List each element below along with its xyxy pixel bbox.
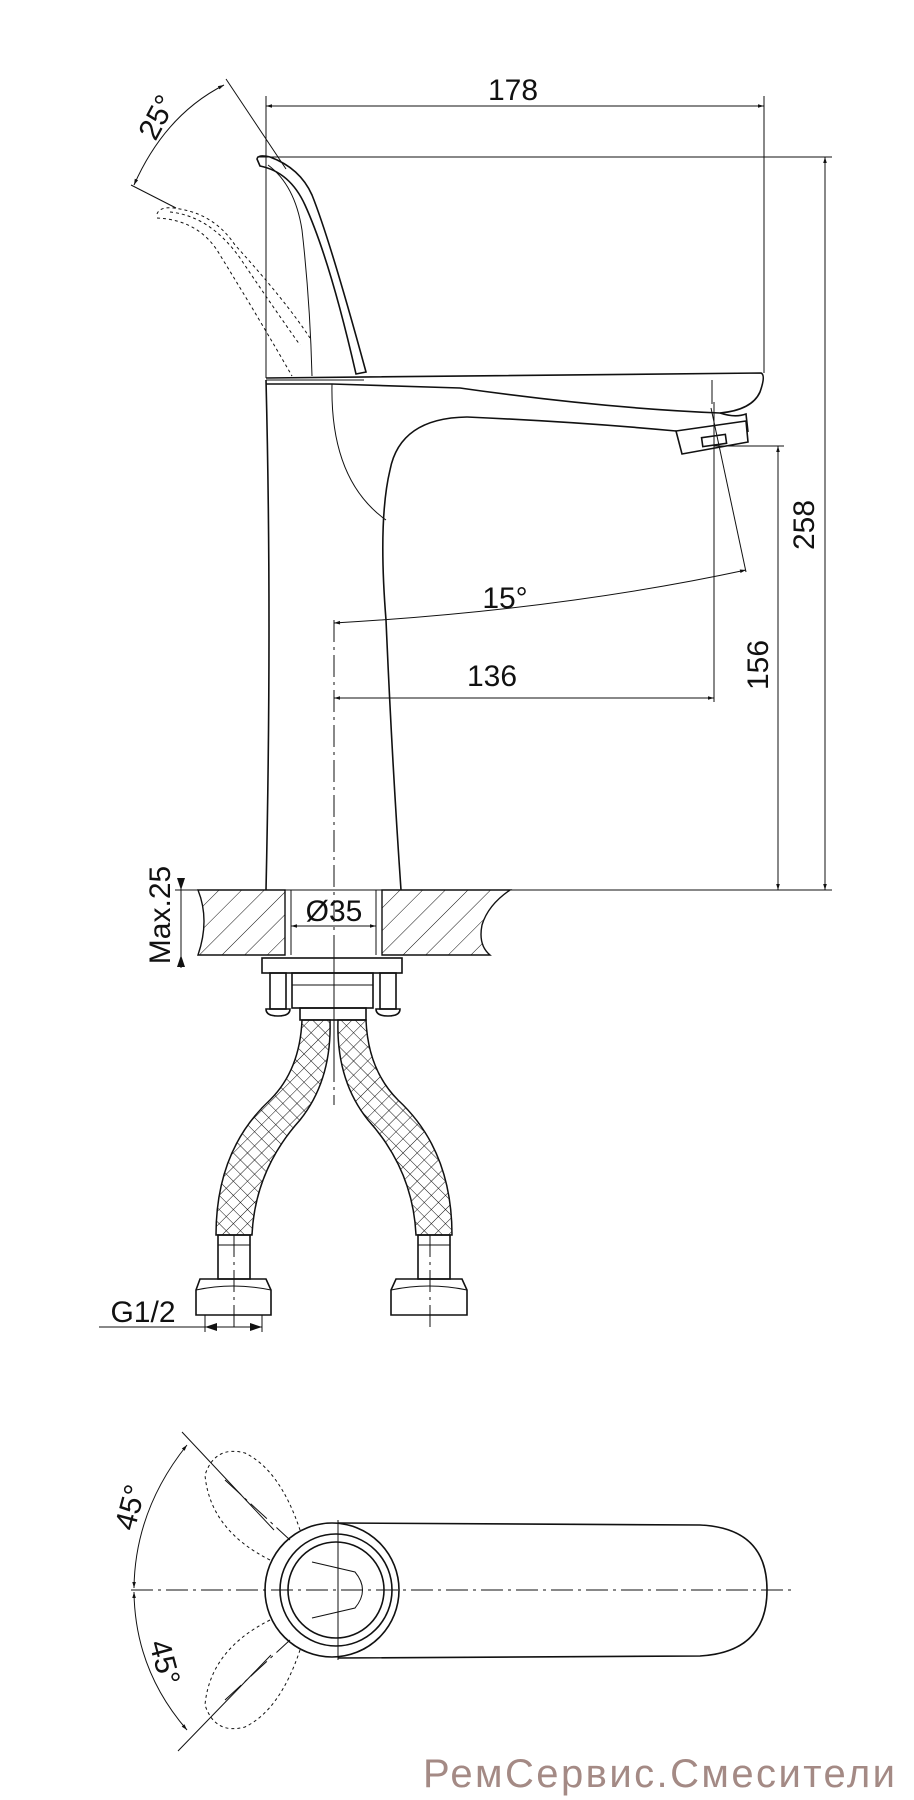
dim-label-spout-height: 156: [742, 640, 775, 690]
body-contour: [331, 383, 387, 521]
extension-line: [710, 407, 747, 573]
angle-arc-45-up: [132, 1444, 188, 1589]
dim-label-thread: G1/2: [110, 1296, 175, 1329]
dim-label-diameter: Ø35: [306, 895, 363, 928]
handle-lever: [256, 155, 367, 375]
ferrule-right: [417, 1234, 451, 1280]
countertop-section-left: [196, 889, 286, 956]
handle-alt-position: [156, 207, 311, 339]
dim-label-handle-tilt: 25°: [132, 90, 182, 146]
handle-lever-edge: [267, 164, 313, 377]
hose-left: [215, 1019, 331, 1236]
handle-alt-position: [156, 217, 293, 377]
extension-line: [130, 184, 177, 209]
mounting-stud-left: [269, 972, 287, 1010]
screw-heads: [265, 1008, 401, 1017]
dim-label-width: 178: [488, 74, 538, 107]
angle-arc-25: [133, 84, 225, 186]
body-right-edge: [382, 416, 468, 891]
dim-label-reach: 136: [467, 660, 517, 693]
dim-label-max-thickness: Max.25: [144, 866, 177, 964]
watermark: РемСервис.Смесители: [423, 1752, 895, 1796]
dim-label-rotation-down: 45°: [142, 1636, 186, 1688]
aerator: [674, 420, 749, 455]
union-nut-right: [390, 1278, 468, 1316]
dim-label-height: 258: [788, 500, 821, 550]
side-view: 178 258 156 136 15° 25°: [99, 74, 832, 1332]
spout-top: [265, 372, 765, 414]
angle-arc-15: [333, 569, 747, 625]
hose-connector: [299, 1007, 367, 1021]
spout-tip: [719, 412, 749, 433]
countertop-section-right: [381, 889, 513, 956]
handle-top: [311, 1561, 363, 1619]
spout-outline-top: [337, 1522, 768, 1659]
body-circle-outer: [264, 1522, 400, 1658]
body-circle-inner: [287, 1541, 385, 1639]
mounting-nut: [291, 972, 374, 1009]
top-view: 45° 45°: [109, 1431, 794, 1752]
mounting-stud-right: [379, 972, 397, 1010]
hose-right: [337, 1019, 453, 1236]
dim-label-rotation-up: 45°: [109, 1481, 153, 1533]
spout-underside: [466, 416, 677, 432]
aerator-outlet: [700, 433, 728, 448]
handle-alt-position: [169, 211, 301, 346]
body-circle-ring: [279, 1533, 393, 1647]
mounting-plate: [261, 957, 403, 974]
body-left-edge: [265, 379, 270, 891]
angle-arc-45-down: [132, 1591, 188, 1731]
extension-line: [225, 78, 287, 170]
dim-label-swivel: 15°: [482, 582, 527, 615]
